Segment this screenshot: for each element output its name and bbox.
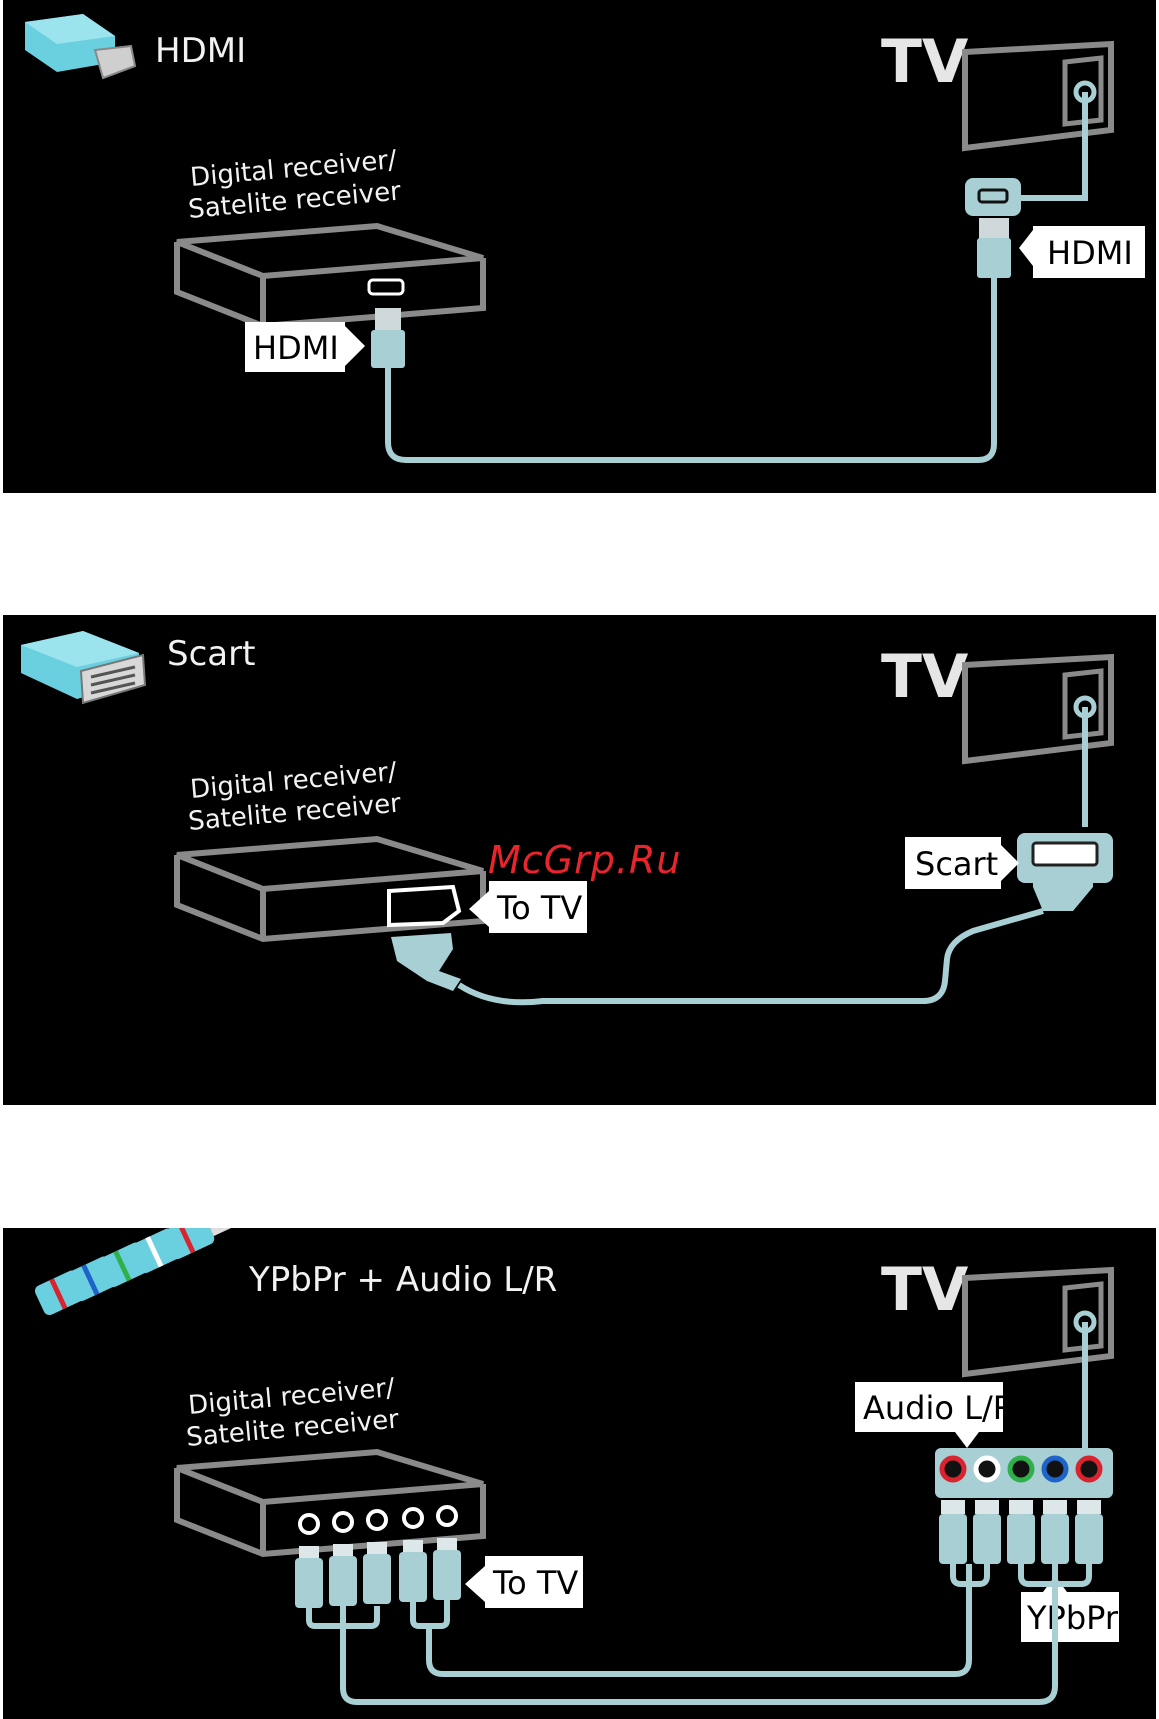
hdmi-cable bbox=[388, 278, 994, 460]
rca-plugs-icon bbox=[33, 1228, 234, 1317]
tv-audio-label: Audio L/R bbox=[855, 1382, 1015, 1448]
tv-icon bbox=[965, 657, 1111, 761]
tv-audio-r-port bbox=[942, 1458, 964, 1480]
tv-icon bbox=[965, 1270, 1111, 1374]
receiver-hdmi-label: HDMI bbox=[245, 322, 365, 372]
tv-scart-label: Scart bbox=[905, 837, 1019, 889]
tv-label: TV bbox=[881, 1255, 969, 1325]
tv-hdmi-port bbox=[965, 178, 1021, 216]
watermark-text: McGrp.Ru bbox=[488, 838, 681, 882]
receiver-scart-plug bbox=[391, 933, 461, 991]
panel-title: Scart bbox=[167, 634, 255, 674]
svg-text:YPbPr: YPbPr bbox=[1026, 1599, 1119, 1637]
hdmi-diagram: HDMI TV HDMI Digital receiver/ Satelite … bbox=[3, 0, 1156, 493]
tv-label: TV bbox=[881, 642, 969, 712]
tv-y-port bbox=[1010, 1458, 1032, 1480]
receiver-scart-port bbox=[389, 887, 459, 925]
tv-hdmi-plug bbox=[979, 218, 1009, 240]
ypbpr-panel: YPbPr + Audio L/R TV Audio L/R bbox=[3, 1228, 1156, 1719]
scart-plug-icon bbox=[21, 631, 145, 703]
panel-title: YPbPr + Audio L/R bbox=[248, 1260, 557, 1300]
tv-pr-port bbox=[1078, 1458, 1100, 1480]
receiver-rca-ports bbox=[300, 1507, 456, 1533]
ypbpr-diagram: YPbPr + Audio L/R TV Audio L/R bbox=[3, 1228, 1156, 1719]
hdmi-panel: HDMI TV HDMI Digital receiver/ Satelite … bbox=[3, 0, 1156, 493]
tv-pb-port bbox=[1044, 1458, 1066, 1480]
panel-title: HDMI bbox=[155, 31, 246, 71]
svg-text:To TV: To TV bbox=[496, 889, 582, 927]
tv-rca-plugs bbox=[939, 1500, 1103, 1564]
svg-text:HDMI: HDMI bbox=[1047, 234, 1133, 272]
svg-text:Scart: Scart bbox=[915, 845, 998, 883]
svg-text:Audio L/R: Audio L/R bbox=[863, 1389, 1015, 1427]
tv-hdmi-label: HDMI bbox=[1019, 226, 1145, 278]
tv-audio-l-port bbox=[976, 1458, 998, 1480]
receiver-to-tv-label: To TV bbox=[469, 881, 587, 933]
tv-label: TV bbox=[881, 27, 969, 97]
receiver-box bbox=[177, 226, 483, 326]
receiver-hdmi-port bbox=[369, 280, 403, 294]
receiver-to-tv-label: To TV bbox=[465, 1556, 583, 1608]
hdmi-plug-icon bbox=[25, 14, 135, 78]
tv-scart-plug bbox=[1033, 869, 1093, 911]
svg-text:To TV: To TV bbox=[492, 1564, 578, 1602]
tv-icon bbox=[965, 44, 1111, 148]
svg-text:HDMI: HDMI bbox=[253, 329, 339, 367]
tv-internal-cable bbox=[1021, 92, 1085, 198]
